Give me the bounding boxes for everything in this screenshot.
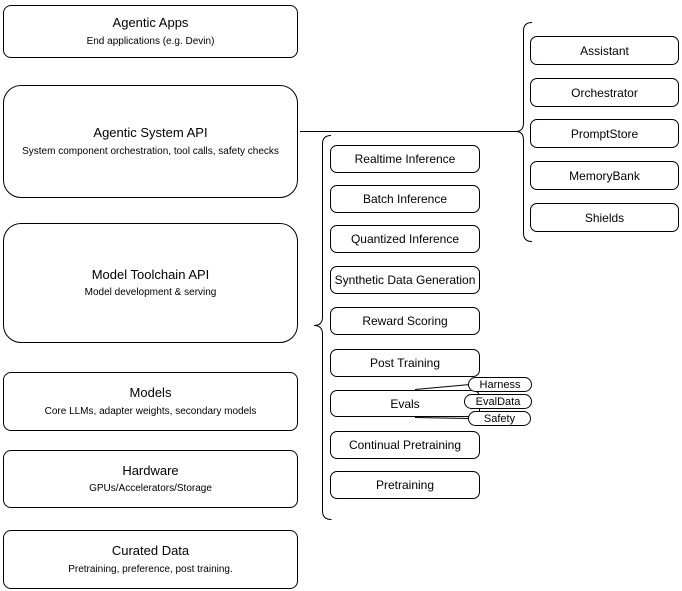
node-batch-inference: Batch Inference (330, 185, 480, 213)
node-title: Models (129, 385, 172, 401)
node-title: Agentic System API (93, 125, 208, 141)
node-label: Realtime Inference (354, 152, 456, 166)
node-orchestrator: Orchestrator (530, 78, 679, 107)
node-models: Models Core LLMs, adapter weights, secon… (3, 372, 298, 431)
node-subtitle: Pretraining, preference, post training. (68, 563, 233, 575)
node-quantized-inference: Quantized Inference (330, 225, 480, 253)
node-label: Pretraining (375, 478, 435, 492)
node-continual-pretraining: Continual Pretraining (330, 431, 480, 459)
node-label: Orchestrator (571, 85, 638, 100)
node-hardware: Hardware GPUs/Accelerators/Storage (3, 450, 298, 508)
node-label: Continual Pretraining (348, 438, 462, 452)
node-post-training: Post Training (330, 349, 480, 377)
node-subtitle: GPUs/Accelerators/Storage (89, 483, 212, 495)
node-title: Model Toolchain API (91, 266, 210, 282)
node-label: Post Training (369, 356, 441, 370)
node-title: Agentic Apps (112, 15, 189, 31)
node-title: Curated Data (111, 543, 190, 559)
node-synthetic-data-generation: Synthetic Data Generation (330, 266, 480, 294)
node-shields: Shields (530, 203, 679, 232)
node-reward-scoring: Reward Scoring (330, 307, 480, 335)
node-label: Batch Inference (362, 192, 448, 206)
node-realtime-inference: Realtime Inference (330, 145, 480, 173)
node-label: Shields (584, 210, 625, 225)
pill-label: Safety (483, 412, 516, 425)
node-title: Hardware (122, 462, 179, 478)
pill-safety: Safety (468, 411, 531, 426)
node-label: Evals (390, 396, 420, 411)
evals-safety-line (414, 417, 471, 419)
node-assistant: Assistant (530, 36, 679, 65)
node-label: Reward Scoring (362, 314, 448, 328)
node-memorybank: MemoryBank (530, 161, 679, 190)
node-agentic-system-api: Agentic System API System component orch… (3, 85, 298, 198)
node-promptstore: PromptStore (530, 119, 679, 148)
node-label: Synthetic Data Generation (334, 273, 476, 287)
node-evals: Evals (330, 390, 480, 417)
pill-evaldata: EvalData (464, 394, 532, 409)
node-subtitle: End applications (e.g. Devin) (86, 35, 215, 47)
node-curated-data: Curated Data Pretraining, preference, po… (3, 530, 298, 589)
components-brace (515, 22, 533, 242)
toolchain-brace (313, 135, 332, 520)
node-subtitle: Core LLMs, adapter weights, secondary mo… (44, 405, 257, 417)
node-model-toolchain-api: Model Toolchain API Model development & … (3, 223, 298, 343)
evals-harness-line (414, 384, 471, 390)
pill-label: Harness (479, 378, 521, 391)
node-subtitle: System component orchestration, tool cal… (22, 145, 279, 157)
node-label: Assistant (580, 43, 629, 58)
node-subtitle: Model development & serving (84, 287, 217, 299)
node-label: Quantized Inference (350, 232, 460, 246)
pill-label: EvalData (475, 395, 521, 408)
node-label: PromptStore (570, 126, 639, 141)
node-pretraining: Pretraining (330, 471, 480, 499)
node-agentic-apps: Agentic Apps End applications (e.g. Devi… (3, 5, 298, 58)
pill-harness: Harness (468, 377, 532, 392)
node-label: MemoryBank (569, 168, 640, 183)
